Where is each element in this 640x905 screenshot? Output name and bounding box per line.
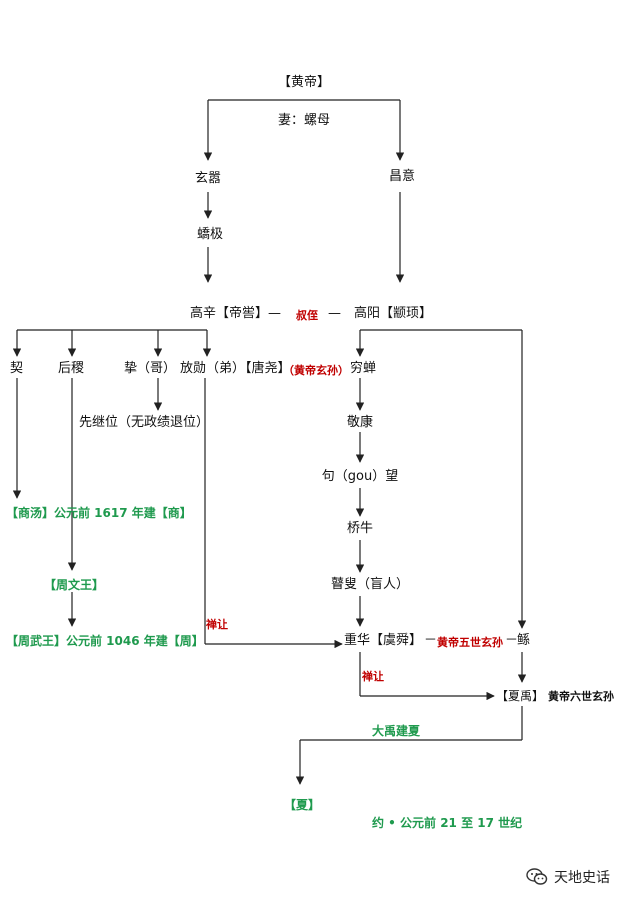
relation-shuzhi: 叔侄 (296, 309, 318, 322)
connector-dash-shun: － (424, 633, 438, 648)
node-xie: 契 (10, 361, 24, 376)
node-huangdi: 【黄帝】 (277, 75, 331, 90)
node-jiaoji: 蟜极 (196, 227, 224, 242)
node-jingkang: 敬康 (346, 415, 374, 430)
connector-dash-left: — (268, 306, 281, 321)
label-dayu-jianxia: 大禹建夏 (372, 724, 421, 738)
node-goumang: 句（gou）望 (321, 469, 399, 484)
node-xuanxiao: 玄嚣 (194, 171, 222, 186)
label-shanrang-shun: 禅让 (362, 670, 384, 683)
note-huangdi-xuansun: （黄帝玄孙） (283, 364, 349, 377)
node-gun: 鲧 (517, 633, 531, 648)
node-changyi: 昌意 (388, 169, 416, 184)
node-houji: 后稷 (58, 361, 85, 376)
watermark-text: 天地史话 (554, 870, 610, 886)
label-shanrang-yao: 禅让 (206, 618, 228, 631)
node-gusou: 瞽叟（盲人） (330, 577, 410, 592)
node-gaoyang: 高阳【颛顼】 (354, 306, 433, 321)
wechat-icon (526, 868, 548, 885)
node-qiaoniu: 桥牛 (346, 521, 374, 536)
node-zhouwuwang: 【周武王】公元前 1046 年建【周】 (6, 634, 204, 648)
node-chonghua: 重华【虞舜】 (344, 633, 423, 648)
node-gaoxin: 高辛【帝喾】 (190, 306, 269, 321)
node-wife: 妻：螺母 (277, 113, 331, 128)
node-shangtang: 【商汤】公元前 1617 年建【商】 (6, 506, 192, 520)
connector-dash-gun: － (505, 633, 519, 648)
watermark: 天地史话 (526, 866, 610, 888)
note-yu-lineage: 黄帝六世玄孙 (548, 690, 614, 703)
node-zhouwenwang: 【周文王】 (44, 578, 105, 592)
node-xiayu: 【夏禹】 (496, 689, 545, 703)
node-fangxun: 放勋（弟）【唐尧】 (180, 361, 291, 376)
node-qiongchan: 穷蝉 (350, 361, 377, 376)
label-xia-date: 约 • 公元前 21 至 17 世纪 (372, 816, 523, 830)
connector-dash-right: — (328, 306, 341, 321)
node-zhi: 挚（哥） (124, 361, 177, 376)
node-xia: 【夏】 (284, 798, 321, 812)
note-zhi-abdicated: 先继位（无政绩退位） (79, 415, 210, 430)
note-shun-lineage: 黄帝五世玄孙 (437, 636, 503, 649)
